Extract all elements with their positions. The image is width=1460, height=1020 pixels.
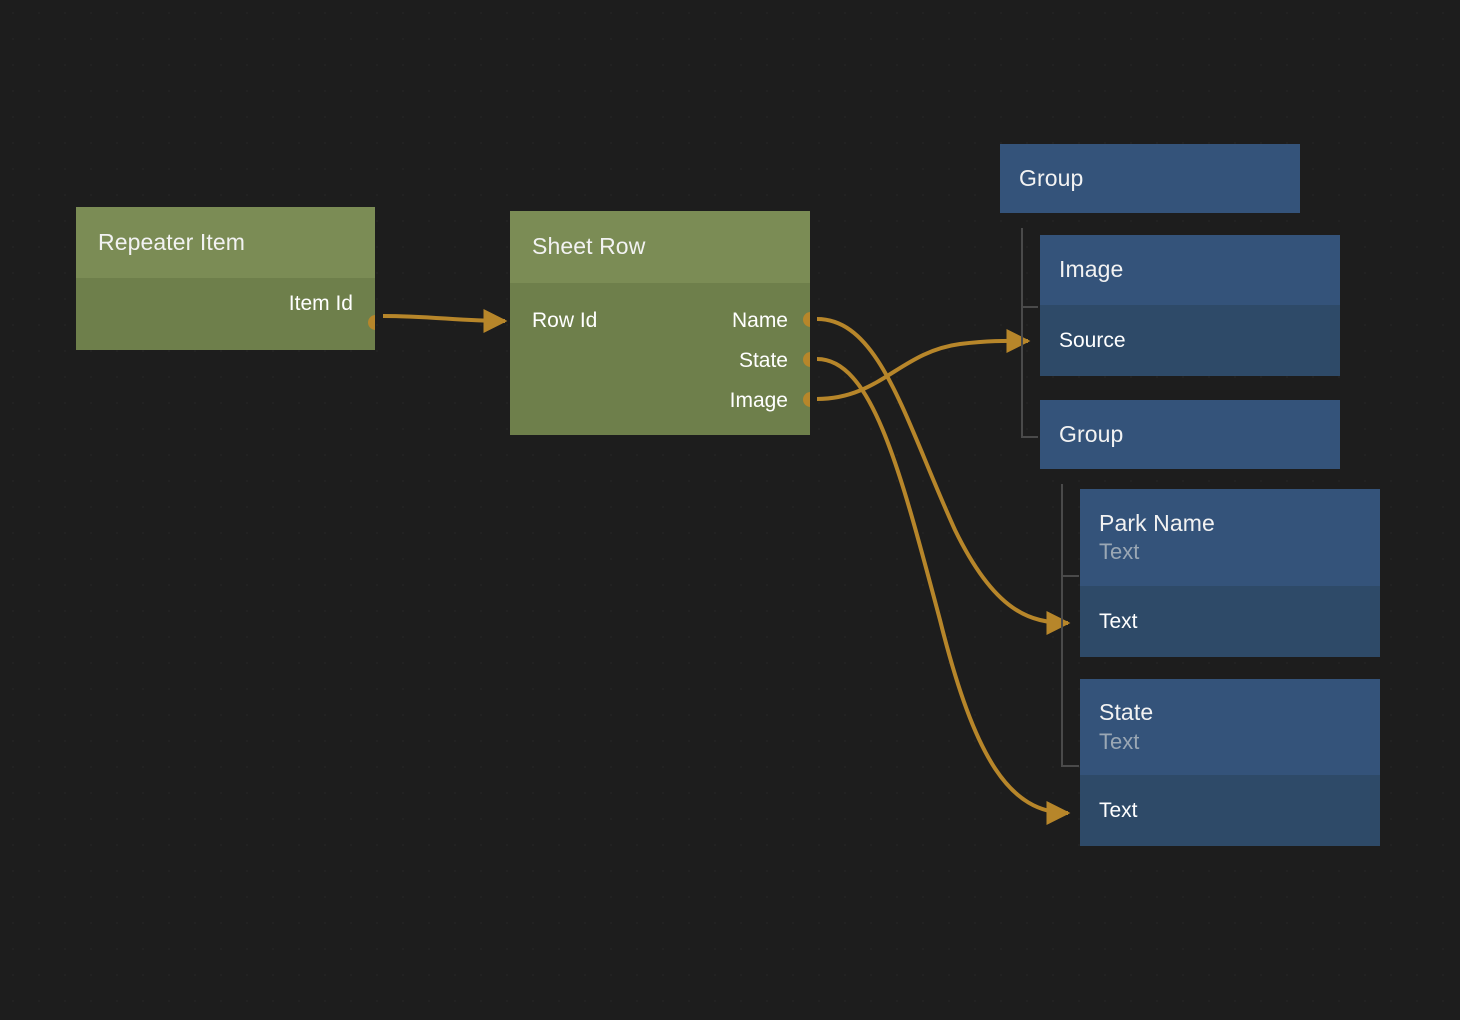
node-park-name-title: Park Name (1099, 509, 1215, 536)
output-port-item-id-dot[interactable] (368, 315, 375, 330)
output-port-state[interactable]: State (510, 348, 810, 372)
edge-image-to-source (816, 328, 1031, 401)
node-state-subtitle: Text (1099, 728, 1140, 754)
node-image-title: Image (1059, 256, 1124, 283)
tree-branch-park-name (1061, 575, 1079, 577)
input-port-state-text[interactable]: Text (1080, 798, 1380, 822)
node-park-name-body: Text (1080, 586, 1380, 657)
node-repeater-item[interactable]: Repeater Item Item Id (76, 207, 375, 350)
node-group-second-header: Group (1040, 400, 1340, 469)
node-state-header: State Text (1080, 679, 1380, 775)
input-port-park-name-text-label: Text (1099, 609, 1138, 633)
input-port-source-label: Source (1059, 328, 1126, 352)
node-image[interactable]: Image Source (1040, 235, 1340, 376)
output-port-item-id[interactable]: Item Id (76, 291, 375, 315)
tree-spine-group-top (1021, 228, 1023, 438)
node-park-name[interactable]: Park Name Text Text (1080, 489, 1380, 657)
tree-spine-group-second (1061, 484, 1063, 767)
node-group-top-title: Group (1019, 164, 1084, 191)
node-group-top[interactable]: Group (1000, 144, 1300, 213)
node-sheet-row-body: Row Id Name State Image (510, 283, 810, 435)
node-group-second[interactable]: Group (1040, 400, 1340, 469)
node-sheet-row-title: Sheet Row (532, 233, 646, 260)
output-port-image-dot[interactable] (803, 392, 810, 407)
input-port-source[interactable]: Source (1040, 328, 1340, 352)
output-port-name-dot[interactable] (803, 312, 810, 327)
tree-branch-group-second (1021, 436, 1038, 438)
node-repeater-item-body: Item Id (76, 278, 375, 350)
tree-branch-state (1061, 765, 1079, 767)
node-image-header: Image (1040, 235, 1340, 305)
output-port-state-dot[interactable] (803, 352, 810, 367)
node-image-body: Source (1040, 305, 1340, 376)
tree-branch-image (1021, 306, 1038, 308)
output-port-name-label: Name (731, 308, 788, 332)
edge-itemid-to-rowid (382, 308, 508, 333)
node-state[interactable]: State Text Text (1080, 679, 1380, 846)
input-port-row-id-label: Row Id (532, 308, 598, 332)
node-sheet-row-header: Sheet Row (510, 211, 810, 283)
node-repeater-item-header: Repeater Item (76, 207, 375, 278)
node-group-second-title: Group (1059, 420, 1124, 447)
output-port-image-label: Image (729, 388, 788, 412)
node-group-top-header: Group (1000, 144, 1300, 213)
input-port-park-name-text[interactable]: Text (1080, 609, 1380, 633)
edge-state-to-state-text (816, 357, 1071, 825)
output-port-state-label: State (738, 348, 788, 372)
output-port-name[interactable]: Name (510, 308, 810, 332)
input-port-state-text-label: Text (1099, 798, 1138, 822)
node-park-name-subtitle: Text (1099, 539, 1140, 564)
node-sheet-row[interactable]: Sheet Row Row Id Name State Image (510, 211, 810, 435)
node-state-title: State (1099, 699, 1154, 726)
edge-name-to-parkname-text (816, 317, 1071, 635)
output-port-item-id-label: Item Id (288, 291, 353, 315)
node-repeater-item-title: Repeater Item (98, 228, 246, 255)
node-state-body: Text (1080, 775, 1380, 846)
node-park-name-header: Park Name Text (1080, 489, 1380, 586)
output-port-image[interactable]: Image (510, 388, 810, 412)
input-port-row-id[interactable]: Row Id (510, 308, 810, 332)
